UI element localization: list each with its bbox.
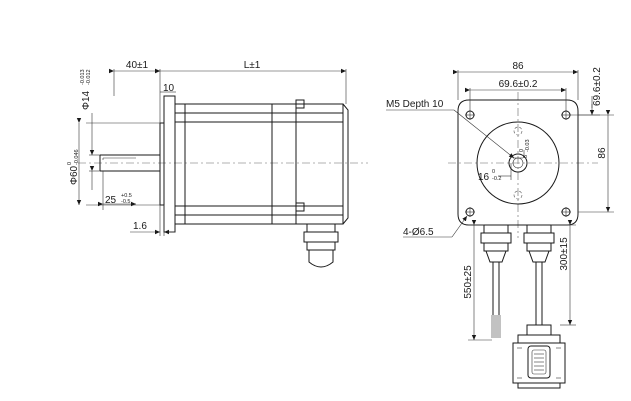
cable-gland-side <box>303 223 339 268</box>
keyway-tol-upper: 0 <box>492 169 495 175</box>
step-dim: 10 <box>163 83 175 94</box>
key-tol-lower: -0.03 <box>525 139 531 152</box>
cable-2 <box>523 224 555 325</box>
pilot-tol-upper: 0 <box>67 162 73 165</box>
bolt-spacing-vertical-dim: 69.6±0.2 <box>592 67 603 106</box>
thread-hole-bottom <box>513 190 523 200</box>
keyway-dim: 16 <box>478 172 490 183</box>
shaft-circle <box>508 153 528 173</box>
cable-1 <box>480 224 512 338</box>
motor-flange <box>159 122 165 206</box>
cable-2-length-dim: 300±15 <box>559 237 570 271</box>
flange-length-dim: 40±1 <box>126 60 149 71</box>
shaft-tol-upper: -0.013 <box>80 69 86 85</box>
pilot-tol-lower: -0.046 <box>74 149 80 165</box>
shaft-tol-lower: -0.012 <box>86 69 92 85</box>
side-view: 40±1 L±1 10 Φ14 -0.013 -0.012 Φ60 0 -0.0… <box>67 60 368 268</box>
shaft-length-dim: 25 <box>105 195 117 206</box>
shaft-len-tol-upper: +0.5 <box>121 193 132 199</box>
pilot-circle <box>476 121 560 205</box>
thread-hole-top <box>513 126 523 136</box>
cable-1-length-dim: 550±25 <box>463 265 474 299</box>
key-tol-upper: 0 <box>519 149 525 152</box>
front-height-dim: 86 <box>597 147 608 159</box>
shaft-len-tol-lower: -0.5 <box>121 199 130 205</box>
flange-thickness-dim: 1.6 <box>133 221 147 232</box>
keyway-tol-lower: -0.2 <box>492 176 501 182</box>
db-connector <box>512 324 566 389</box>
thread-label: M5 Depth 10 <box>386 99 444 110</box>
pilot-diameter-dim: Φ60 <box>69 165 80 185</box>
motor-shaft <box>99 154 160 172</box>
motor-body <box>174 99 349 225</box>
flange-step <box>163 95 176 233</box>
key-width-dim: 5 <box>523 155 529 158</box>
shaft-diameter-dim: Φ14 <box>81 90 92 110</box>
mount-holes-label: 4-Ø6.5 <box>403 227 434 238</box>
body-length-dim: L±1 <box>244 60 261 71</box>
front-width-dim: 86 <box>512 61 524 72</box>
front-view: 86 69.6±0.2 69.6±0.2 86 M5 Depth 10 16 0… <box>386 61 614 389</box>
bolt-spacing-dim: 69.6±0.2 <box>499 79 538 90</box>
